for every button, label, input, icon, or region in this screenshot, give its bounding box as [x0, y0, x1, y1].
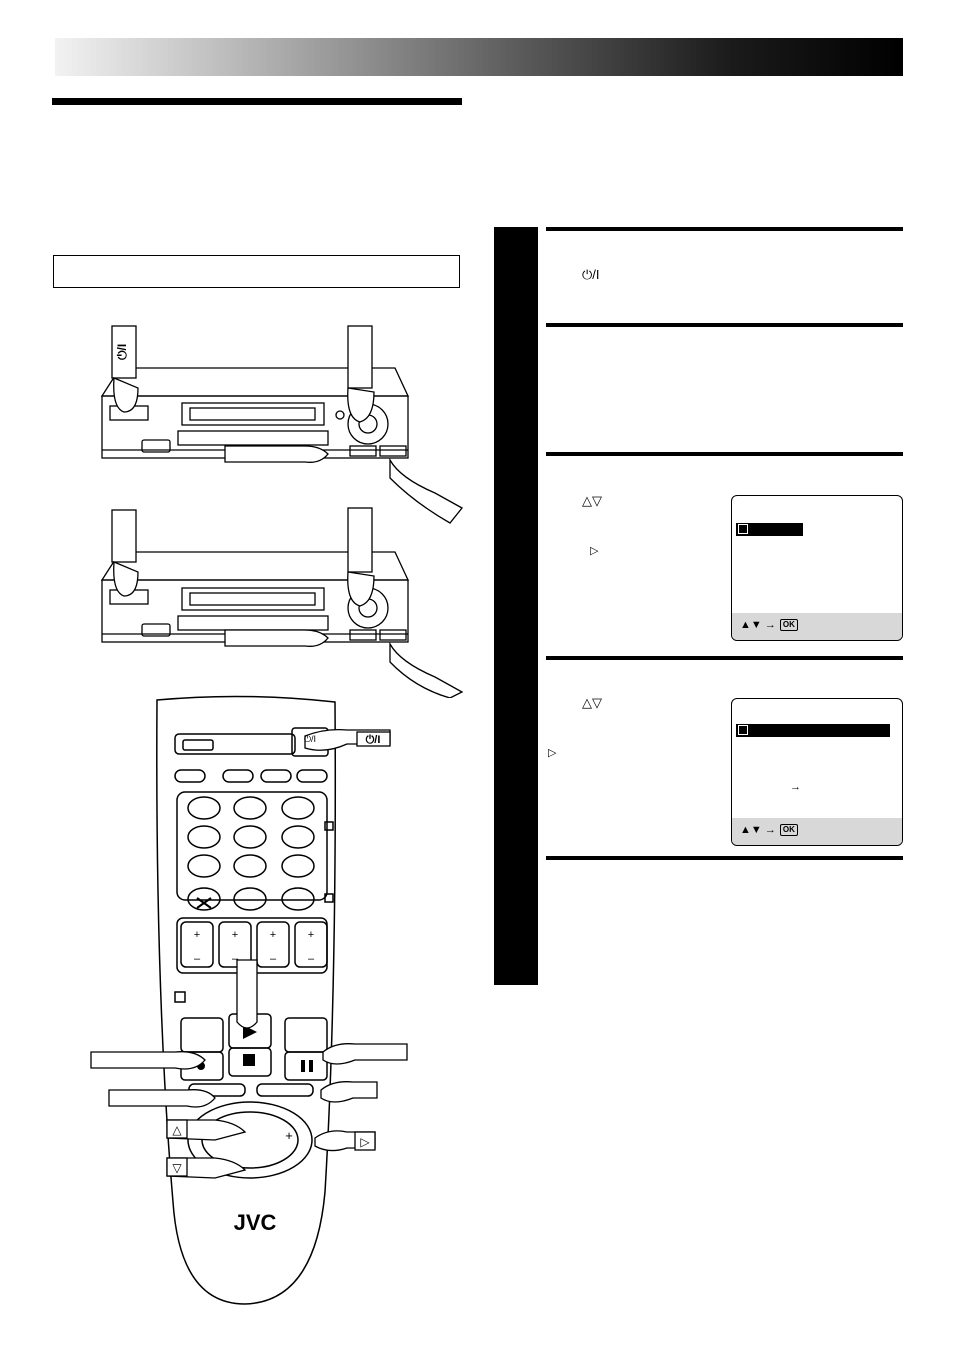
plus-label: + — [308, 929, 314, 941]
osd-screen-1: ▲▼ →OK — [731, 495, 903, 641]
minus-label: – — [194, 953, 201, 965]
header-gradient-bar — [55, 38, 903, 76]
step4-up-down-arrows: △▽ — [582, 695, 602, 710]
osd-highlight-bar — [736, 724, 890, 737]
step-4-rule — [546, 656, 903, 660]
osd-footer: ▲▼ →OK — [732, 818, 902, 845]
plus-label: + — [270, 929, 276, 941]
minus-label: – — [270, 953, 277, 965]
vcr-illustrations: ⏻/I — [100, 325, 464, 698]
plus-label: + — [232, 929, 238, 941]
steps-side-band — [494, 227, 538, 985]
step4-right-arrow: ▷ — [548, 747, 557, 759]
ok-icon: OK — [779, 824, 798, 836]
step1-power-symbol: ⏻/I — [582, 267, 600, 282]
osd-footer: ▲▼ →OK — [732, 613, 902, 640]
remote-control: △ ▽ ▷ ⏻/I ⏻/I + + + + – – – – + JVC — [90, 695, 408, 1305]
remote-body — [156, 695, 337, 1305]
jvc-logo: JVC — [234, 1210, 277, 1235]
osd-highlight-bar — [736, 523, 803, 536]
note-box — [53, 255, 460, 288]
pointing-hand-icon — [111, 325, 464, 698]
menu-cursor-icon — [738, 725, 748, 735]
step3-right-arrow: ▷ — [590, 545, 599, 557]
osd-nav-arrows: ▲▼ → — [740, 824, 776, 836]
minus-label: – — [232, 953, 239, 965]
plus-label: + — [194, 929, 200, 941]
osd-nav-arrows: ▲▼ → — [740, 619, 776, 631]
step-5-rule — [546, 856, 903, 860]
menu-cursor-icon — [738, 524, 748, 534]
step-2-rule — [546, 323, 903, 327]
step-3-rule — [546, 452, 903, 456]
ok-icon: OK — [779, 619, 798, 631]
plus-label: + — [285, 1128, 293, 1143]
minus-label: – — [308, 953, 315, 965]
up-arrow-label: △ — [172, 1123, 182, 1137]
vcr-power-label: ⏻/I — [115, 344, 129, 360]
step-1-rule — [546, 227, 903, 231]
power-callout-label: ⏻/I — [366, 733, 381, 746]
osd-screen-2: → ▲▼ →OK — [731, 698, 903, 846]
section-title-rule — [52, 98, 462, 105]
step3-up-down-arrows: △▽ — [582, 493, 602, 508]
down-arrow-label: ▽ — [172, 1161, 182, 1175]
right-arrow-label: ▷ — [360, 1135, 370, 1149]
osd-arrow: → — [790, 781, 801, 793]
power-button-label: ⏻/I — [304, 734, 316, 744]
